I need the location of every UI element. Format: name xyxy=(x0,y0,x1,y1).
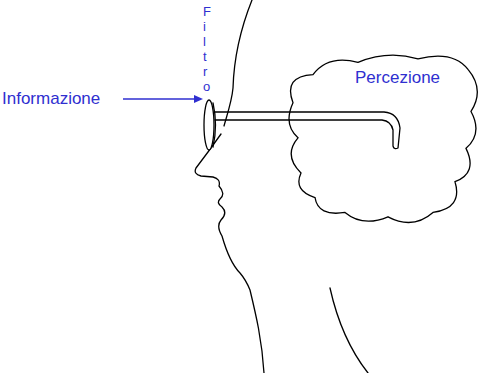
forehead-line xyxy=(224,0,252,126)
filter-lens xyxy=(204,100,214,150)
arrow-head xyxy=(194,95,203,103)
input-arrow xyxy=(123,98,196,100)
glasses-arm xyxy=(215,112,400,149)
cloud-label: Percezione xyxy=(355,68,440,88)
neck-line xyxy=(330,288,368,373)
face-profile xyxy=(195,134,264,373)
input-label: Informazione xyxy=(2,89,100,109)
perception-cloud: Percezione xyxy=(283,50,483,230)
filter-label: Filtro xyxy=(203,4,204,94)
lens-frame xyxy=(213,103,216,147)
cloud-shape xyxy=(289,55,477,222)
